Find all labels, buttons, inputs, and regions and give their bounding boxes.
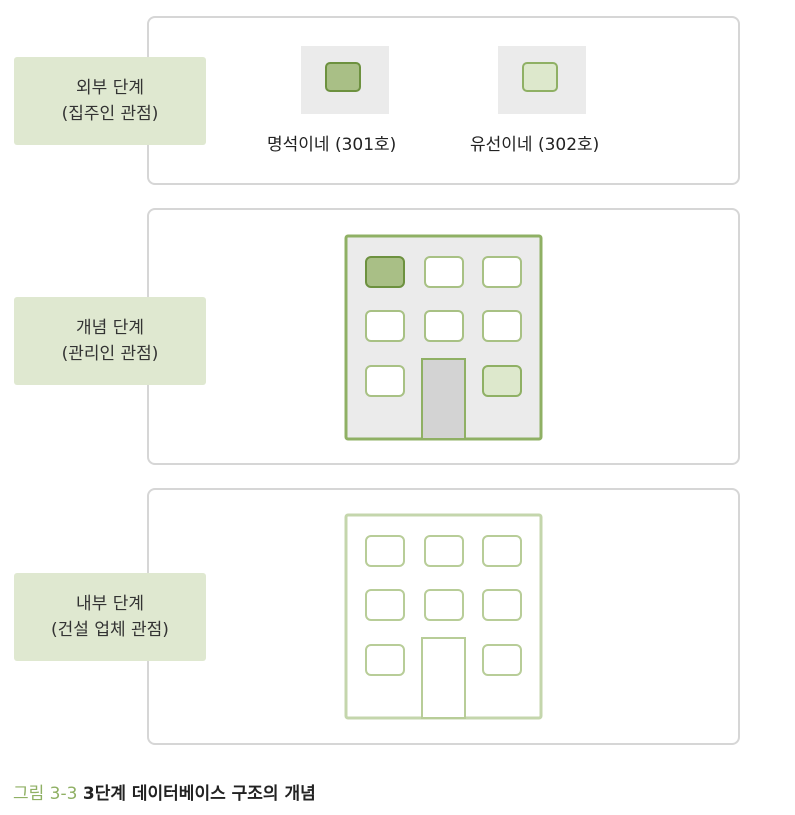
internal-window-202 xyxy=(424,589,464,621)
internal-stage-title: 내부 단계 xyxy=(76,594,144,614)
external-stage-panel xyxy=(147,16,740,185)
conceptual-window-303 xyxy=(482,256,522,288)
internal-window-101 xyxy=(365,644,405,676)
conceptual-window-301 xyxy=(365,256,405,288)
external-stage-perspective: (집주인 관점) xyxy=(61,104,159,124)
figure-title: 3단계 데이터베이스 구조의 개념 xyxy=(82,784,316,804)
figure-number: 그림 3-3 xyxy=(13,784,78,804)
conceptual-window-101 xyxy=(365,365,405,397)
conceptual-stage-perspective: (관리인 관점) xyxy=(61,344,159,364)
conceptual-stage-title: 개념 단계 xyxy=(76,318,144,338)
internal-window-201 xyxy=(365,589,405,621)
internal-window-203 xyxy=(482,589,522,621)
figure-caption: 그림 3-3 3단계 데이터베이스 구조의 개념 xyxy=(13,779,316,804)
internal-window-103 xyxy=(482,644,522,676)
conceptual-window-203 xyxy=(482,310,522,342)
internal-door xyxy=(421,637,466,719)
conceptual-door xyxy=(421,358,466,440)
internal-building xyxy=(344,513,543,720)
internal-window-303 xyxy=(482,535,522,567)
conceptual-window-103 xyxy=(482,365,522,397)
unit-302-view xyxy=(498,46,586,114)
external-stage-label: 외부 단계 (집주인 관점) xyxy=(14,57,206,145)
internal-stage-perspective: (건설 업체 관점) xyxy=(51,620,169,640)
conceptual-window-302 xyxy=(424,256,464,288)
unit-301-view xyxy=(301,46,389,114)
unit-301-window xyxy=(325,62,361,92)
conceptual-window-202 xyxy=(424,310,464,342)
unit-301-caption: 명석이네 (301호) xyxy=(267,135,397,155)
conceptual-window-201 xyxy=(365,310,405,342)
internal-stage-label: 내부 단계 (건설 업체 관점) xyxy=(14,573,206,661)
conceptual-stage-label: 개념 단계 (관리인 관점) xyxy=(14,297,206,385)
internal-window-301 xyxy=(365,535,405,567)
unit-302-window xyxy=(522,62,558,92)
conceptual-building xyxy=(344,234,543,441)
internal-window-302 xyxy=(424,535,464,567)
external-stage-title: 외부 단계 xyxy=(76,78,144,98)
unit-302-caption: 유선이네 (302호) xyxy=(470,135,600,155)
